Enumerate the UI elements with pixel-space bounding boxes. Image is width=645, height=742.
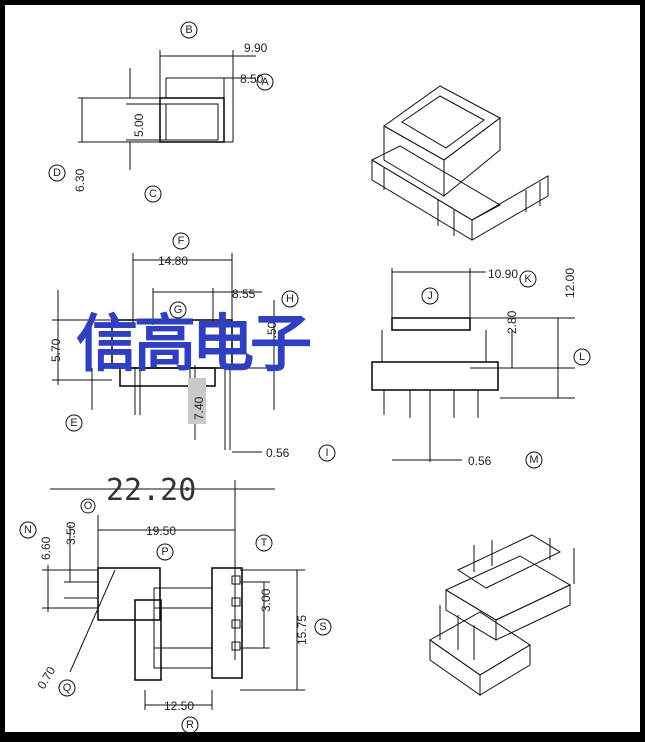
- dim-bot-w: 19.50: [146, 524, 176, 538]
- dim-top-w1: 9.90: [244, 41, 268, 55]
- label-l: L: [579, 351, 585, 363]
- iso-view-top: [370, 85, 549, 241]
- label-b: B: [185, 24, 192, 36]
- top-view: [78, 50, 256, 170]
- label-a: A: [261, 76, 269, 88]
- callout-labels: B A D C F G H E I J K L M O N P T S Q R: [19, 21, 591, 734]
- dim-side-pin-w: 0.56: [468, 454, 492, 468]
- bottom-view: [42, 480, 305, 710]
- label-o: O: [84, 500, 93, 512]
- label-g: G: [174, 304, 183, 316]
- label-e: E: [70, 417, 77, 429]
- dim-bot-pitch: 3.00: [259, 588, 273, 612]
- side-view: [371, 268, 575, 462]
- watermark-text: 信高电子: [76, 307, 311, 380]
- label-h: H: [286, 293, 294, 305]
- label-m: M: [529, 454, 538, 466]
- dim-bot-total: 22.20: [106, 473, 196, 508]
- label-c: C: [149, 188, 157, 200]
- dim-bot-h1: 3.50: [64, 521, 78, 545]
- label-k: K: [524, 273, 532, 285]
- dim-front-pin-w: 0.56: [266, 446, 290, 460]
- dim-front-h: 5.70: [49, 338, 63, 362]
- dim-top-h1: 5.00: [132, 113, 146, 137]
- label-j: J: [427, 290, 433, 302]
- front-view: [52, 253, 280, 453]
- dim-top-h2: 6.30: [73, 168, 87, 192]
- label-f: F: [178, 235, 185, 247]
- dim-bot-w2: 12.50: [164, 699, 194, 713]
- dim-bot-h2: 6.60: [39, 536, 53, 560]
- label-n: N: [24, 524, 32, 536]
- dim-side-w: 10.90: [488, 267, 518, 281]
- iso-view-bottom: [429, 534, 575, 696]
- dim-side-h2: 2.80: [505, 310, 519, 334]
- dim-bot-h3: 15.75: [295, 615, 309, 645]
- label-r: R: [186, 719, 194, 731]
- label-q: Q: [63, 682, 72, 694]
- label-p: P: [161, 546, 168, 558]
- pin-length-highlight: [188, 378, 206, 424]
- label-s: S: [319, 621, 326, 633]
- dim-top-w2: 8.50: [240, 72, 264, 86]
- label-d: D: [53, 167, 61, 179]
- dim-front-h2: 4.50: [265, 321, 279, 345]
- label-i: I: [325, 447, 328, 459]
- label-t: T: [261, 537, 268, 549]
- dim-front-w2: 8.55: [232, 287, 256, 301]
- dim-front-w: 14.80: [158, 254, 188, 268]
- dim-front-pin: 7.40: [192, 396, 206, 420]
- dim-side-h1: 12.00: [563, 268, 577, 298]
